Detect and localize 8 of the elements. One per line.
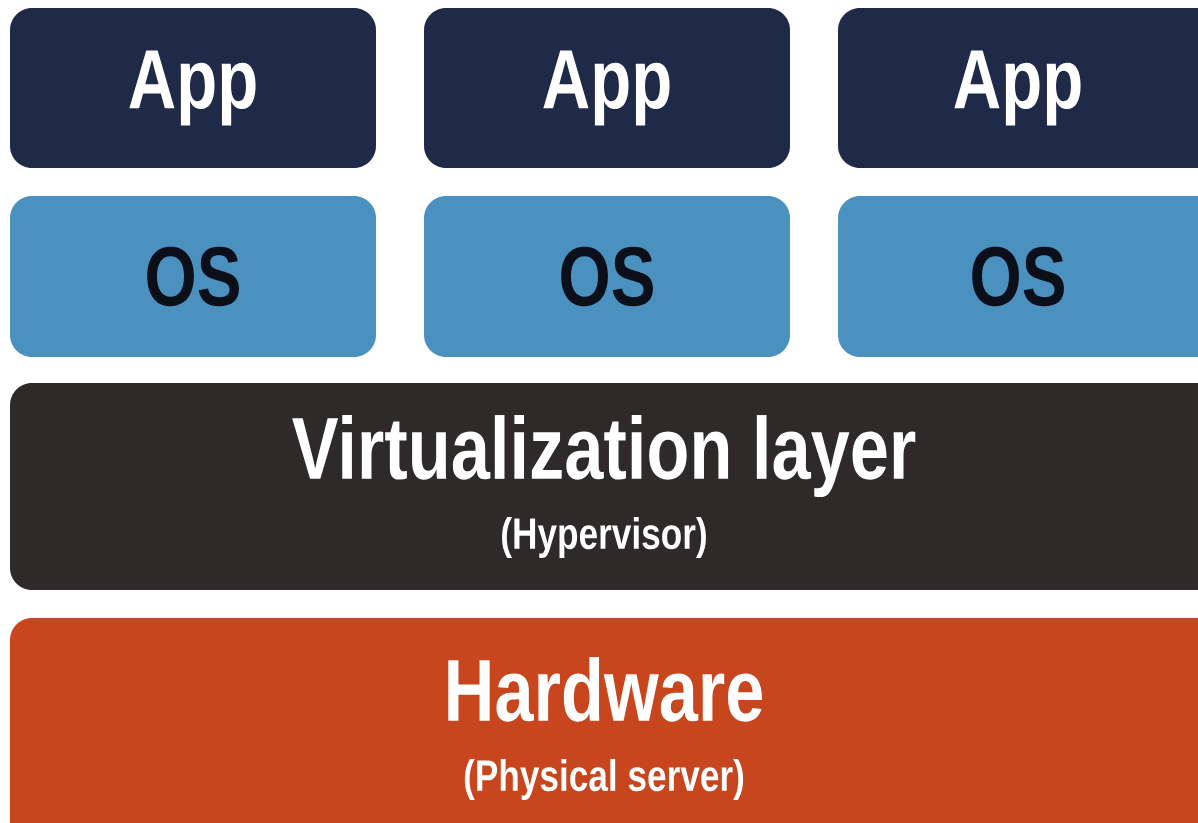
- os-box: OS: [424, 196, 790, 357]
- os-box: OS: [838, 196, 1198, 357]
- os-box: OS: [10, 196, 376, 357]
- app-box: App: [424, 8, 790, 168]
- app-box: App: [838, 8, 1198, 168]
- hypervisor-layer-box: Virtualization layer (Hypervisor): [10, 383, 1198, 590]
- app-box: App: [10, 8, 376, 168]
- hardware-layer-box: Hardware (Physical server): [10, 618, 1198, 823]
